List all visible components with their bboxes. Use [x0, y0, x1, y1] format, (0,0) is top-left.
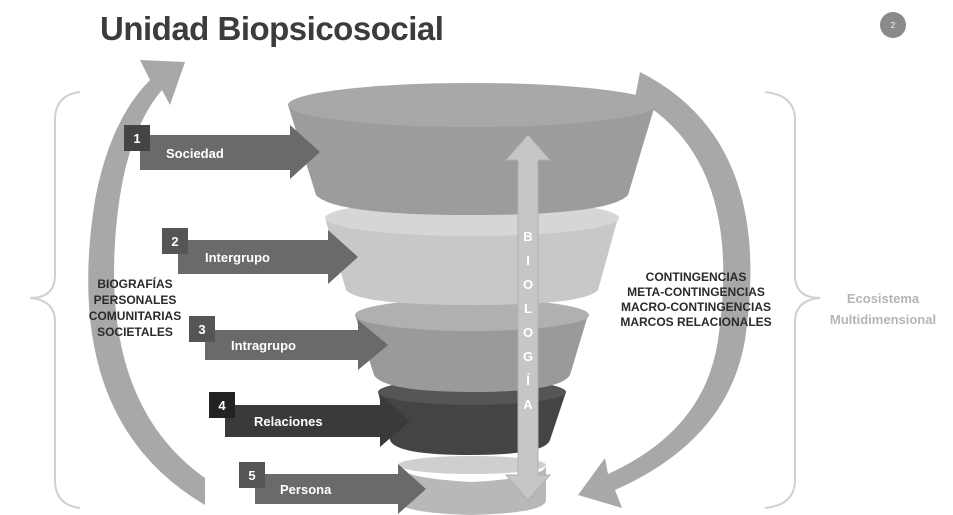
- level-2-label: Intergrupo: [205, 250, 270, 265]
- level-1-number: 1: [133, 130, 141, 146]
- level-2-number: 2: [171, 233, 179, 249]
- biologia-letter: L: [524, 301, 532, 316]
- level-3-label: Intragrupo: [231, 338, 296, 353]
- right-text-line: META-CONTINGENCIAS: [627, 285, 765, 299]
- biografias-text: BIOGRAFÍAS PERSONALES COMUNITARIAS SOCIE…: [60, 276, 210, 340]
- side-label-line: Ecosistema: [846, 291, 920, 306]
- level-3-arrow: [205, 320, 388, 370]
- biologia-letter: O: [522, 277, 534, 292]
- level-4-number-box: [209, 392, 235, 418]
- level-3-number: 3: [198, 321, 206, 337]
- biologia-letter: Í: [526, 373, 530, 388]
- left-up-arrow: [88, 60, 205, 505]
- right-text-line: MACRO-CONTINGENCIAS: [621, 300, 771, 314]
- left-text-line: BIOGRAFÍAS: [97, 277, 173, 291]
- level-1-number-box: [124, 125, 150, 151]
- biologia-letter: I: [526, 253, 530, 268]
- level-4-number: 4: [218, 397, 226, 413]
- layer-3-intragrupo: [355, 299, 589, 392]
- ecosistema-label: Ecosistema Multidimensional: [808, 288, 953, 330]
- level-5-arrow: [255, 464, 426, 514]
- contingencias-text: CONTINGENCIAS META-CONTINGENCIAS MACRO-C…: [596, 270, 796, 330]
- layer-2-intergrupo: [325, 200, 619, 305]
- right-text-line: CONTINGENCIAS: [645, 270, 747, 284]
- biologia-label: B I O L O G Í A: [520, 225, 536, 417]
- level-1-arrow: [140, 125, 320, 179]
- biologia-arrow: [504, 134, 552, 501]
- level-5-number: 5: [248, 467, 256, 483]
- level-2-arrow: [178, 230, 358, 284]
- level-4-label: Relaciones: [254, 414, 323, 429]
- left-text-line: COMUNITARIAS: [88, 309, 182, 323]
- level-5-number-box: [239, 462, 265, 488]
- biologia-letter: A: [523, 397, 533, 412]
- left-text-line: SOCIETALES: [97, 325, 173, 339]
- level-2-number-box: [162, 228, 188, 254]
- right-down-arrow: [578, 72, 751, 508]
- biologia-letter: G: [522, 349, 534, 364]
- page-title: Unidad Biopsicosocial: [100, 10, 444, 47]
- level-1-label: Sociedad: [166, 146, 224, 161]
- biologia-letter: B: [523, 229, 533, 244]
- page-number-badge: 2: [880, 12, 906, 38]
- right-bracket: [764, 91, 821, 509]
- layer-1-sociedad: [288, 83, 656, 215]
- level-5-label: Persona: [280, 482, 332, 497]
- layer-5-persona: [398, 456, 546, 515]
- biologia-letter: O: [522, 325, 534, 340]
- right-text-line: MARCOS RELACIONALES: [620, 315, 772, 329]
- level-3-number-box: [189, 316, 215, 342]
- side-label-line: Multidimensional: [829, 312, 937, 327]
- level-4-arrow: [225, 395, 410, 447]
- left-text-line: PERSONALES: [93, 293, 177, 307]
- left-bracket: [29, 91, 81, 509]
